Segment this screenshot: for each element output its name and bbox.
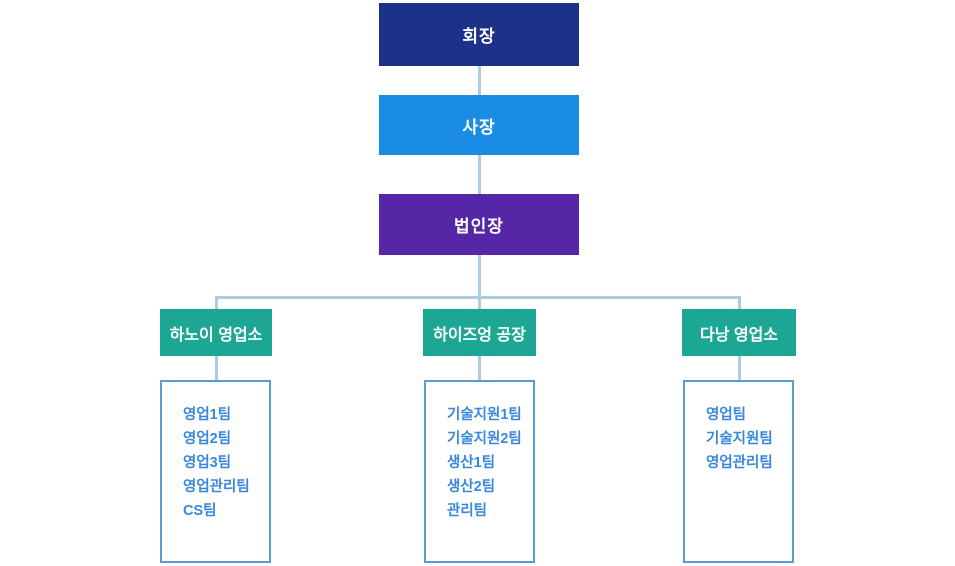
org-node-branch-haiduong: 하이즈엉 공장 (423, 309, 536, 356)
team-item: 관리팀 (447, 503, 488, 519)
team-list-danang: 영업팀 기술지원팀 영업관리팀 (683, 380, 794, 563)
org-node-chairman-label: 회장 (462, 27, 496, 46)
org-node-president: 사장 (379, 95, 579, 155)
team-item: 영업3팀 (183, 455, 232, 471)
connector-stub-danang-bottom (738, 356, 741, 380)
team-item: 기술지원팀 (706, 431, 773, 447)
team-list: 기술지원1팀 기술지원2팀 생산1팀 생산2팀 관리팀 (447, 403, 533, 523)
connector-chairman-president (478, 66, 481, 95)
team-list-haiduong: 기술지원1팀 기술지원2팀 생산1팀 생산2팀 관리팀 (424, 380, 535, 563)
team-item: CS팀 (183, 503, 217, 519)
org-node-president-label: 사장 (462, 117, 496, 137)
org-node-branch-hanoi-label: 하노이 영업소 (169, 326, 263, 344)
connector-president-head (478, 155, 481, 194)
team-item: 영업1팀 (183, 407, 232, 423)
team-item: 기술지원2팀 (447, 431, 522, 447)
connector-stub-haiduong-bottom (478, 356, 481, 380)
team-item: 생산1팀 (447, 455, 496, 471)
team-list-hanoi: 영업1팀 영업2팀 영업3팀 영업관리팀 CS팀 (160, 380, 271, 563)
connector-stub-hanoi-top (215, 296, 218, 309)
connector-stub-haiduong-top (478, 296, 481, 309)
team-list: 영업팀 기술지원팀 영업관리팀 (706, 403, 792, 475)
connector-head-branches (478, 255, 481, 299)
org-node-chairman: 회장 (379, 3, 579, 66)
org-node-branch-danang: 다낭 영업소 (682, 309, 796, 356)
connector-stub-hanoi-bottom (215, 356, 218, 380)
team-item: 생산2팀 (447, 479, 496, 495)
team-item: 기술지원1팀 (447, 407, 522, 423)
org-node-corporate-head: 법인장 (379, 194, 579, 255)
team-item: 영업관리팀 (706, 455, 773, 471)
org-node-branch-haiduong-label: 하이즈엉 공장 (433, 326, 526, 344)
team-list: 영업1팀 영업2팀 영업3팀 영업관리팀 CS팀 (183, 403, 269, 523)
team-item: 영업팀 (706, 407, 747, 423)
org-node-branch-danang-label: 다낭 영업소 (699, 326, 779, 344)
org-node-branch-hanoi: 하노이 영업소 (160, 309, 272, 356)
team-item: 영업2팀 (183, 431, 232, 447)
org-node-corporate-head-label: 법인장 (454, 217, 504, 236)
connector-stub-danang-top (738, 296, 741, 309)
team-item: 영업관리팀 (183, 479, 250, 495)
